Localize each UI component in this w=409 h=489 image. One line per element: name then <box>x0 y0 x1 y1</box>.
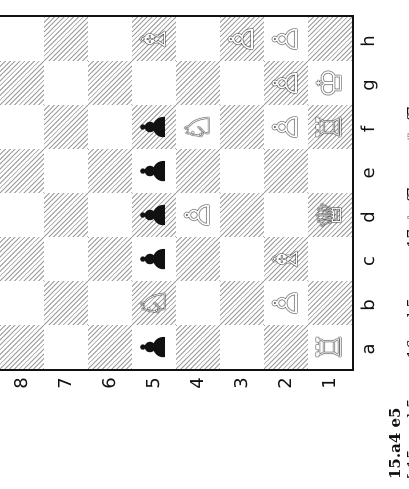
notation-text: 16.axb5 <box>404 298 409 358</box>
notation-text: 15.a4 e5 <box>386 408 404 479</box>
notation-text: 17. <box>404 224 409 248</box>
notation-text: xf7 <box>404 187 409 211</box>
figurine-glyph: ♕ <box>404 130 409 143</box>
figurine-glyph: ♗ <box>404 211 409 224</box>
notation-text: [ 15...axb5 <box>404 398 409 479</box>
notation-text: xf7 <box>404 106 409 130</box>
notation-line: [ 15...axb516.axb517.♗xf7♕xf7 <box>404 106 409 479</box>
notation-line: 15.a4 e5 <box>386 408 404 479</box>
